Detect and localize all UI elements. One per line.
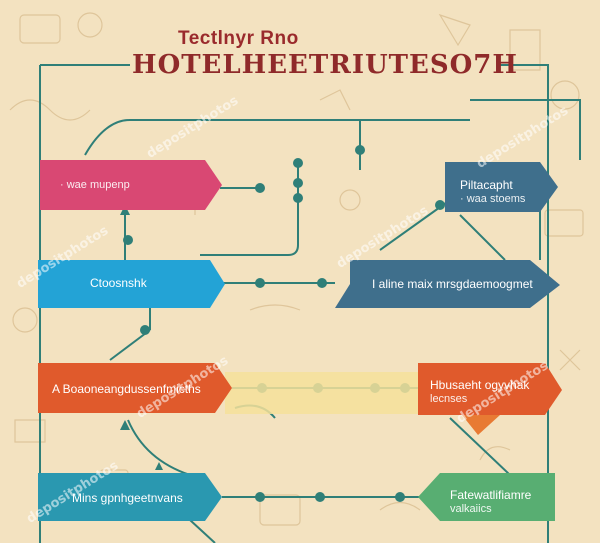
diagram-boxes (38, 160, 562, 521)
green-box: Fatewatlifiamre valkaiics (440, 480, 555, 524)
blue-box: Ctoosnshk (80, 268, 220, 298)
title-line-1: Tectlnyr Rno (178, 28, 299, 49)
orange-left-box-shape (38, 363, 232, 413)
orange-right-box-line1: Hbusaeht ogyvhak (430, 378, 530, 392)
blue-box-line1: Ctoosnshk (90, 276, 147, 290)
pink-box-line2: · wae mupenp (60, 179, 130, 191)
slate-top-box-line2: · waa stoems (460, 193, 526, 205)
pink-box-shape (40, 160, 222, 210)
slate-mid-box-shape (335, 260, 560, 308)
slate-top-box-shape (445, 162, 558, 212)
slate-mid-box: I aline maix mrsgdaemoogmet (362, 269, 547, 299)
title-line-2: HOTELHEETRIUTESO7H (132, 50, 518, 80)
teal-box: Mins gpnhgeetnvans (62, 483, 212, 513)
slate-top-box-line1: Piltacapht (460, 178, 513, 192)
green-box-line2: valkaiics (450, 503, 492, 515)
slate-mid-box-line1: I aline maix mrsgdaemoogmet (372, 277, 533, 291)
orange-left-box-line1: A Boaoneangdussenfmicths (52, 382, 201, 396)
orange-right-box: Hbusaeht ogyvhak lecnses (420, 370, 550, 414)
teal-box-line1: Mins gpnhgeetnvans (72, 491, 183, 505)
slate-top-box: Piltacapht · waa stoems (450, 170, 550, 214)
highlight-band (225, 372, 425, 414)
orange-left-box: A Boaoneangdussenfmicths (42, 374, 222, 404)
teal-box-shape (38, 473, 222, 521)
green-box-shape (418, 473, 555, 521)
orange-right-tail (462, 415, 500, 435)
pink-box: · wae mupenp (50, 170, 210, 200)
blue-box-shape (38, 260, 225, 308)
orange-right-box-line2: lecnses (430, 393, 468, 405)
orange-right-box-shape (418, 363, 562, 415)
green-box-line1: Fatewatlifiamre (450, 488, 532, 502)
